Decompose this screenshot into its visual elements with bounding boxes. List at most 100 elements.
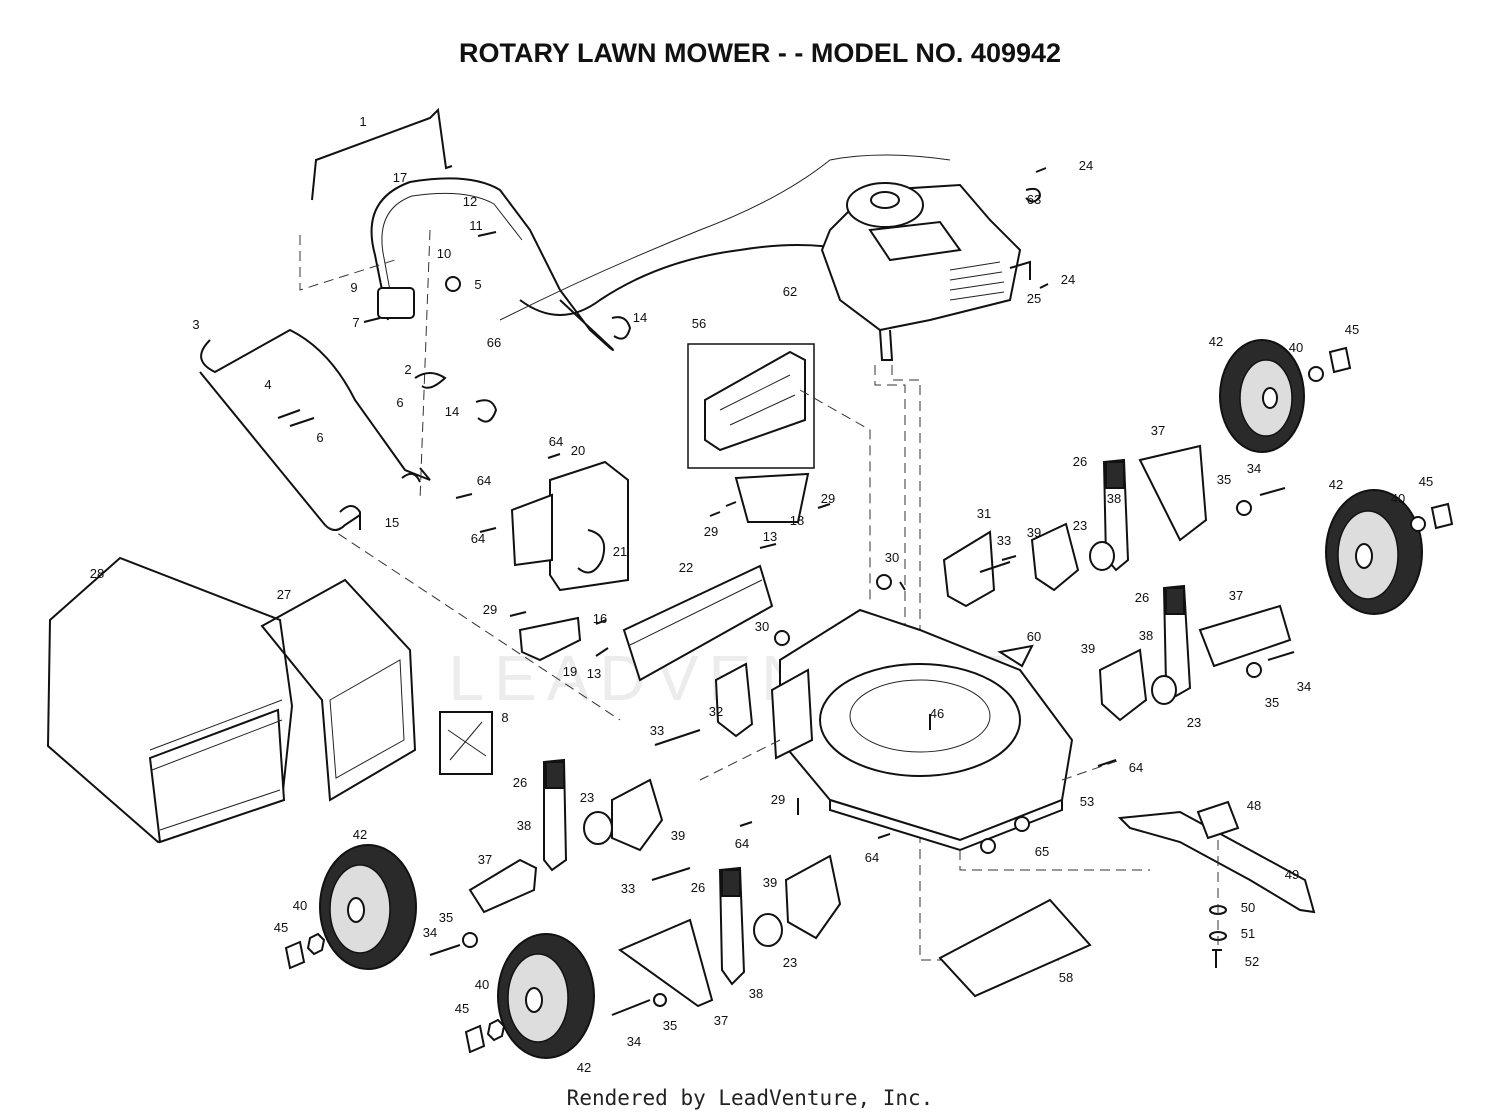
adjuster-grip-part	[721, 869, 741, 897]
handle-to-deck-dashes	[299, 229, 621, 721]
upper-handle-inner	[381, 192, 523, 319]
callout-label-c14b: 14	[445, 404, 459, 419]
washer-part	[462, 932, 478, 948]
callout-label-c29b: 29	[704, 524, 718, 539]
baffle-frame	[687, 343, 815, 469]
deck-dome-part	[819, 663, 1021, 777]
callout-label-c46: 46	[930, 706, 944, 721]
callout-label-c64b: 64	[471, 531, 485, 546]
engine-assembly	[820, 182, 1060, 961]
hub-center-part	[347, 897, 365, 923]
callout-label-c63: 63	[1027, 192, 1041, 207]
callout-label-c40d: 40	[1391, 491, 1405, 506]
control-cable-part-2	[499, 154, 951, 321]
callout-label-c33c: 33	[621, 881, 635, 896]
adjuster-grip-part	[1165, 587, 1185, 615]
spacer-part	[753, 913, 783, 947]
callout-label-c14a: 14	[633, 310, 647, 325]
lower-handle-part	[200, 328, 431, 481]
control-cable-part	[519, 244, 851, 316]
bolt-part	[429, 487, 1295, 1016]
lower-handle-part-2	[199, 371, 361, 531]
callout-label-c38b: 38	[749, 986, 763, 1001]
washer-part	[1246, 662, 1262, 678]
rear-door-detail	[629, 579, 763, 646]
callout-label-c64e: 64	[865, 850, 879, 865]
cable-tie-part-2	[611, 316, 632, 340]
bag-frame-inner	[329, 659, 405, 779]
callout-label-c9: 9	[350, 280, 357, 295]
axle-part	[617, 918, 714, 1008]
footer-credit: Rendered by LeadVenture, Inc.	[566, 1086, 934, 1110]
hub-center-part	[1355, 543, 1373, 569]
callout-label-c12: 12	[463, 194, 477, 209]
hex-nut-part	[306, 932, 326, 956]
hub-cap-part	[464, 1024, 486, 1054]
callout-label-c39a: 39	[1027, 525, 1041, 540]
axle-part	[468, 858, 538, 914]
rear-bracket-part	[942, 530, 996, 608]
spacer-part	[583, 811, 613, 845]
callout-label-c21: 21	[613, 544, 627, 559]
callout-label-c10: 10	[437, 246, 451, 261]
callout-label-c45a: 45	[274, 920, 288, 935]
callout-label-c16: 16	[593, 611, 607, 626]
callout-label-c42a: 42	[353, 827, 367, 842]
hairpin-clip-part	[414, 372, 447, 389]
wheel-front-right	[1325, 489, 1454, 615]
washer-part	[1236, 500, 1252, 516]
callout-label-c15: 15	[385, 515, 399, 530]
callout-label-c6a: 6	[396, 395, 403, 410]
deck-inner-dome	[849, 679, 991, 753]
callout-label-c64d: 64	[735, 836, 749, 851]
callout-label-c8: 8	[501, 710, 508, 725]
callout-label-c35c: 35	[1217, 472, 1231, 487]
callout-label-c11: 11	[469, 218, 483, 233]
callout-label-c51: 51	[1241, 926, 1255, 941]
callout-label-c34c: 34	[1247, 461, 1261, 476]
callout-label-c52: 52	[1245, 954, 1259, 969]
callout-label-c64a: 64	[477, 473, 491, 488]
callout-label-c26b: 26	[691, 880, 705, 895]
callout-label-c1: 1	[359, 114, 366, 129]
callout-label-c18: 18	[790, 513, 804, 528]
callout-label-c56: 56	[692, 316, 706, 331]
washer-part	[1410, 516, 1426, 532]
hub-cap-part	[1328, 346, 1352, 374]
front-bracket-part	[714, 662, 754, 738]
baffle-part	[704, 350, 806, 452]
upper-handle-part	[370, 177, 615, 351]
wheel-front-left	[464, 933, 595, 1059]
callout-label-c3: 3	[192, 317, 199, 332]
grass-bag-trim	[149, 699, 283, 831]
callout-label-c37d: 37	[1229, 588, 1243, 603]
callout-label-c33a: 33	[997, 533, 1011, 548]
handle-assembly	[199, 107, 951, 721]
callout-label-c34a: 34	[423, 925, 437, 940]
callout-label-c53: 53	[1080, 794, 1094, 809]
adjuster-grip-part	[545, 761, 565, 789]
door-bracket-part	[518, 616, 582, 662]
bag-frame-part	[260, 578, 417, 802]
mounting-bracket-part	[549, 460, 629, 592]
callout-label-c31: 31	[977, 506, 991, 521]
callout-label-c13b: 13	[587, 666, 601, 681]
axle-part	[1138, 444, 1208, 542]
callout-label-c30b: 30	[755, 619, 769, 634]
callout-label-c26a: 26	[513, 775, 527, 790]
callout-label-c29c: 29	[483, 602, 497, 617]
callout-label-c42d: 42	[1329, 477, 1343, 492]
callout-label-c35a: 35	[439, 910, 453, 925]
callout-label-c17: 17	[393, 170, 407, 185]
callout-label-c45d: 45	[1419, 474, 1433, 489]
hub-cap-part	[284, 940, 306, 970]
control-bail-part	[311, 107, 453, 201]
clip-part	[1009, 187, 1042, 280]
height-adjuster-fl	[617, 854, 842, 1008]
warning-label-detail	[447, 721, 487, 761]
callout-label-c25: 25	[1027, 291, 1041, 306]
callout-label-c7: 7	[352, 315, 359, 330]
callout-label-c35d: 35	[1265, 695, 1279, 710]
callout-label-c29a: 29	[821, 491, 835, 506]
